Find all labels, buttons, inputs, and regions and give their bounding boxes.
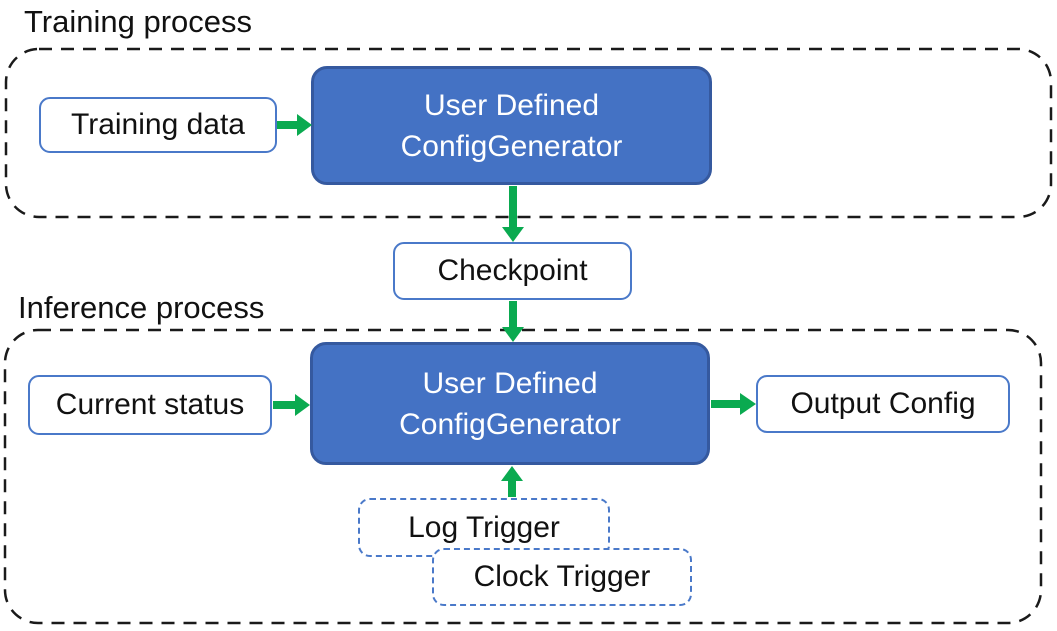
clock-trigger-label: Clock Trigger (473, 560, 651, 593)
arrow-training-data-to-generator (277, 114, 312, 136)
checkpoint-box: Checkpoint (393, 242, 632, 300)
inference-config-generator-box: User Defined ConfigGenerator (310, 342, 710, 465)
output-config-label: Output Config (790, 387, 976, 420)
output-config-box: Output Config (756, 375, 1010, 433)
training-config-generator-box: User Defined ConfigGenerator (311, 66, 712, 185)
arrow-current-status-to-generator (273, 394, 310, 416)
arrow-generator-to-output-config (711, 393, 756, 415)
training-process-label: Training process (24, 4, 253, 39)
current-status-box: Current status (28, 375, 272, 435)
log-trigger-label: Log Trigger (408, 510, 560, 544)
clock-trigger-box: Clock Trigger (432, 548, 692, 606)
training-data-label: Training data (71, 108, 245, 141)
current-status-label: Current status (55, 388, 245, 421)
arrow-checkpoint-to-inference-generator (502, 301, 524, 342)
inference-process-label: Inference process (18, 290, 265, 325)
training-data-box: Training data (39, 97, 277, 153)
training-config-generator-label: User Defined ConfigGenerator (400, 88, 623, 163)
checkpoint-label: Checkpoint (437, 254, 588, 287)
arrow-generator-to-checkpoint (502, 186, 524, 242)
inference-config-generator-label: User Defined ConfigGenerator (399, 366, 621, 441)
arrow-triggers-to-generator (501, 466, 523, 497)
